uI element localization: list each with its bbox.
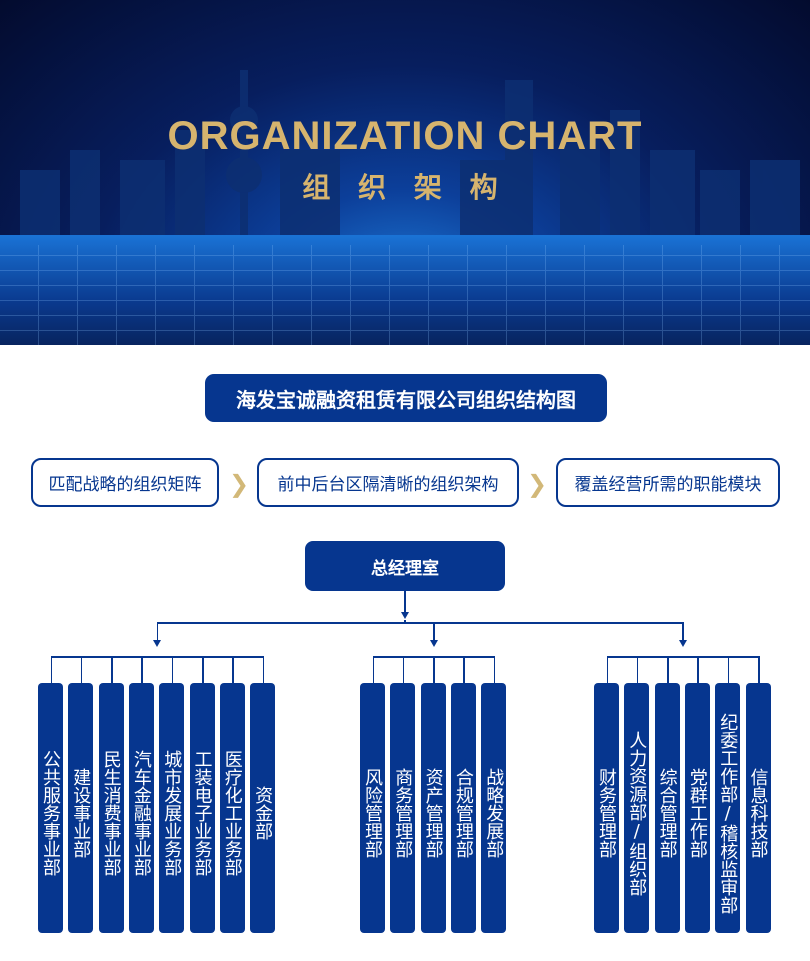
connector-line (636, 656, 639, 684)
chevron-right-icon: ❯ (229, 470, 250, 498)
connector-line (404, 591, 406, 615)
connector-line (493, 656, 496, 684)
connector-line (606, 656, 758, 658)
connector-line (606, 656, 608, 684)
department-box: 医疗化工业务部 (219, 683, 245, 933)
department-box: 财务管理部 (594, 683, 619, 933)
arrow-down-icon (401, 612, 409, 619)
department-box: 民生消费事业部 (98, 683, 124, 933)
connector-line (433, 622, 435, 642)
connector-line (156, 622, 683, 624)
arrow-down-icon (429, 640, 438, 647)
department-box: 工装电子业务部 (189, 683, 215, 933)
banner-glow (0, 235, 810, 345)
department-box: 战略发展部 (481, 683, 507, 933)
department-box: 建设事业部 (68, 683, 94, 933)
department-box: 纪委工作部/稽核监审部 (715, 683, 741, 933)
department-box: 汽车金融事业部 (128, 683, 154, 933)
department-box: 信息科技部 (745, 683, 771, 933)
connector-line (682, 622, 684, 642)
connector-line (372, 656, 374, 684)
connector-line (111, 656, 113, 684)
arrow-down-icon (678, 640, 687, 647)
connector-line (402, 656, 405, 684)
department-box: 风险管理部 (360, 683, 385, 933)
connector-line (667, 656, 669, 684)
city-skyline-image (20, 70, 800, 250)
connector-line (171, 656, 174, 684)
department-box: 人力资源部/组织部 (624, 683, 650, 933)
principle-3: 覆盖经营所需的职能模块 (556, 458, 780, 507)
connector-line (202, 656, 204, 684)
department-box: 公共服务事业部 (38, 683, 63, 933)
header-banner: ORGANIZATION CHART 组 织 架 构 (0, 0, 810, 345)
department-box: 合规管理部 (450, 683, 476, 933)
principle-1: 匹配战略的组织矩阵 (31, 458, 219, 507)
banner-subtitle: 组 织 架 构 (302, 172, 508, 203)
chart-title: 海发宝诚融资租赁有限公司组织结构图 (205, 374, 607, 422)
connector-line (262, 656, 265, 684)
connector-line (50, 656, 263, 658)
chevron-right-icon: ❯ (527, 470, 548, 498)
department-box: 商务管理部 (390, 683, 416, 933)
department-box: 党群工作部 (684, 683, 710, 933)
connector-line (727, 656, 730, 684)
connector-line (758, 656, 760, 684)
connector-line (404, 620, 406, 623)
department-box: 城市发展业务部 (159, 683, 185, 933)
connector-line (433, 656, 435, 684)
department-box: 资金部 (250, 683, 276, 933)
connector-line (50, 656, 52, 684)
connector-line (80, 656, 83, 684)
connector-line (697, 656, 699, 684)
connector-line (141, 656, 143, 684)
connector-line (232, 656, 234, 684)
principle-2: 前中后台区隔清晰的组织架构 (257, 458, 519, 507)
connector-line (463, 656, 465, 684)
root-node: 总经理室 (305, 541, 505, 591)
department-box: 综合管理部 (654, 683, 680, 933)
arrow-down-icon (153, 640, 162, 647)
banner-grid (0, 245, 810, 345)
banner-title: ORGANIZATION CHART (167, 114, 643, 158)
connector-line (156, 622, 159, 642)
department-box: 资产管理部 (420, 683, 446, 933)
